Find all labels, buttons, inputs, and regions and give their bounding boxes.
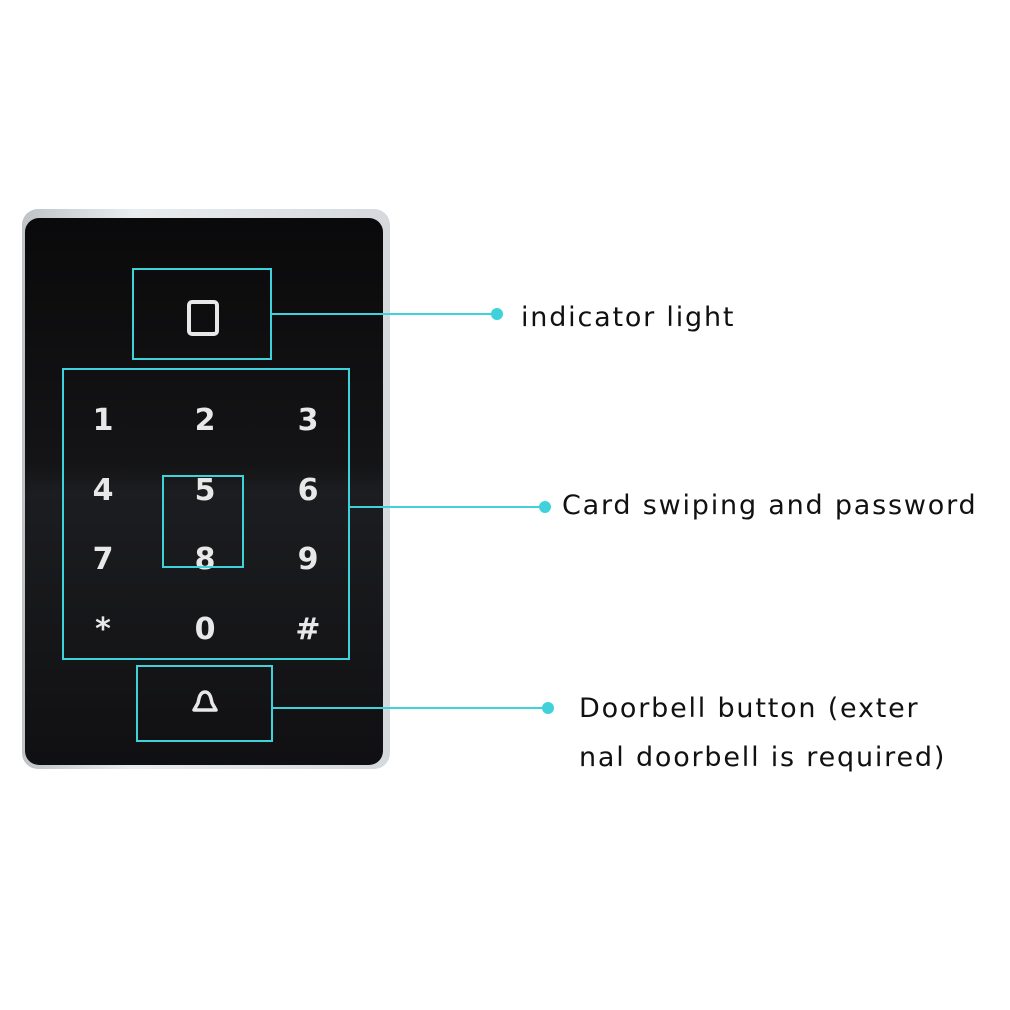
key-star[interactable]: *	[95, 612, 111, 647]
indicator-leader-line	[272, 313, 497, 315]
key-hash[interactable]: #	[295, 612, 321, 647]
doorbell-leader-dot	[542, 702, 554, 714]
keypad-callout-box	[62, 368, 350, 660]
keypad-device-panel	[25, 218, 383, 765]
key-2[interactable]: 2	[194, 403, 216, 438]
key-9[interactable]: 9	[297, 542, 319, 577]
indicator-light-icon	[187, 300, 219, 336]
card-reader-area-box	[162, 475, 244, 568]
key-8[interactable]: 8	[194, 542, 216, 577]
key-7[interactable]: 7	[92, 542, 114, 577]
key-4[interactable]: 4	[92, 473, 114, 508]
keypad-leader-dot	[539, 501, 551, 513]
bell-icon[interactable]	[190, 688, 220, 718]
key-5[interactable]: 5	[194, 473, 216, 508]
key-3[interactable]: 3	[297, 403, 319, 438]
key-6[interactable]: 6	[297, 473, 319, 508]
card-swiping-password-label: Card swiping and password	[562, 490, 978, 521]
indicator-leader-dot	[491, 308, 503, 320]
doorbell-callout-box	[136, 665, 273, 742]
keypad-leader-line	[350, 506, 545, 508]
doorbell-leader-line	[273, 707, 548, 709]
indicator-callout-box	[132, 268, 272, 360]
key-1[interactable]: 1	[92, 403, 114, 438]
indicator-light-label: indicator light	[521, 302, 736, 333]
doorbell-label-line1: Doorbell button (exter	[579, 693, 920, 724]
doorbell-label-line2: nal doorbell is required)	[579, 742, 947, 773]
key-0[interactable]: 0	[194, 612, 216, 647]
